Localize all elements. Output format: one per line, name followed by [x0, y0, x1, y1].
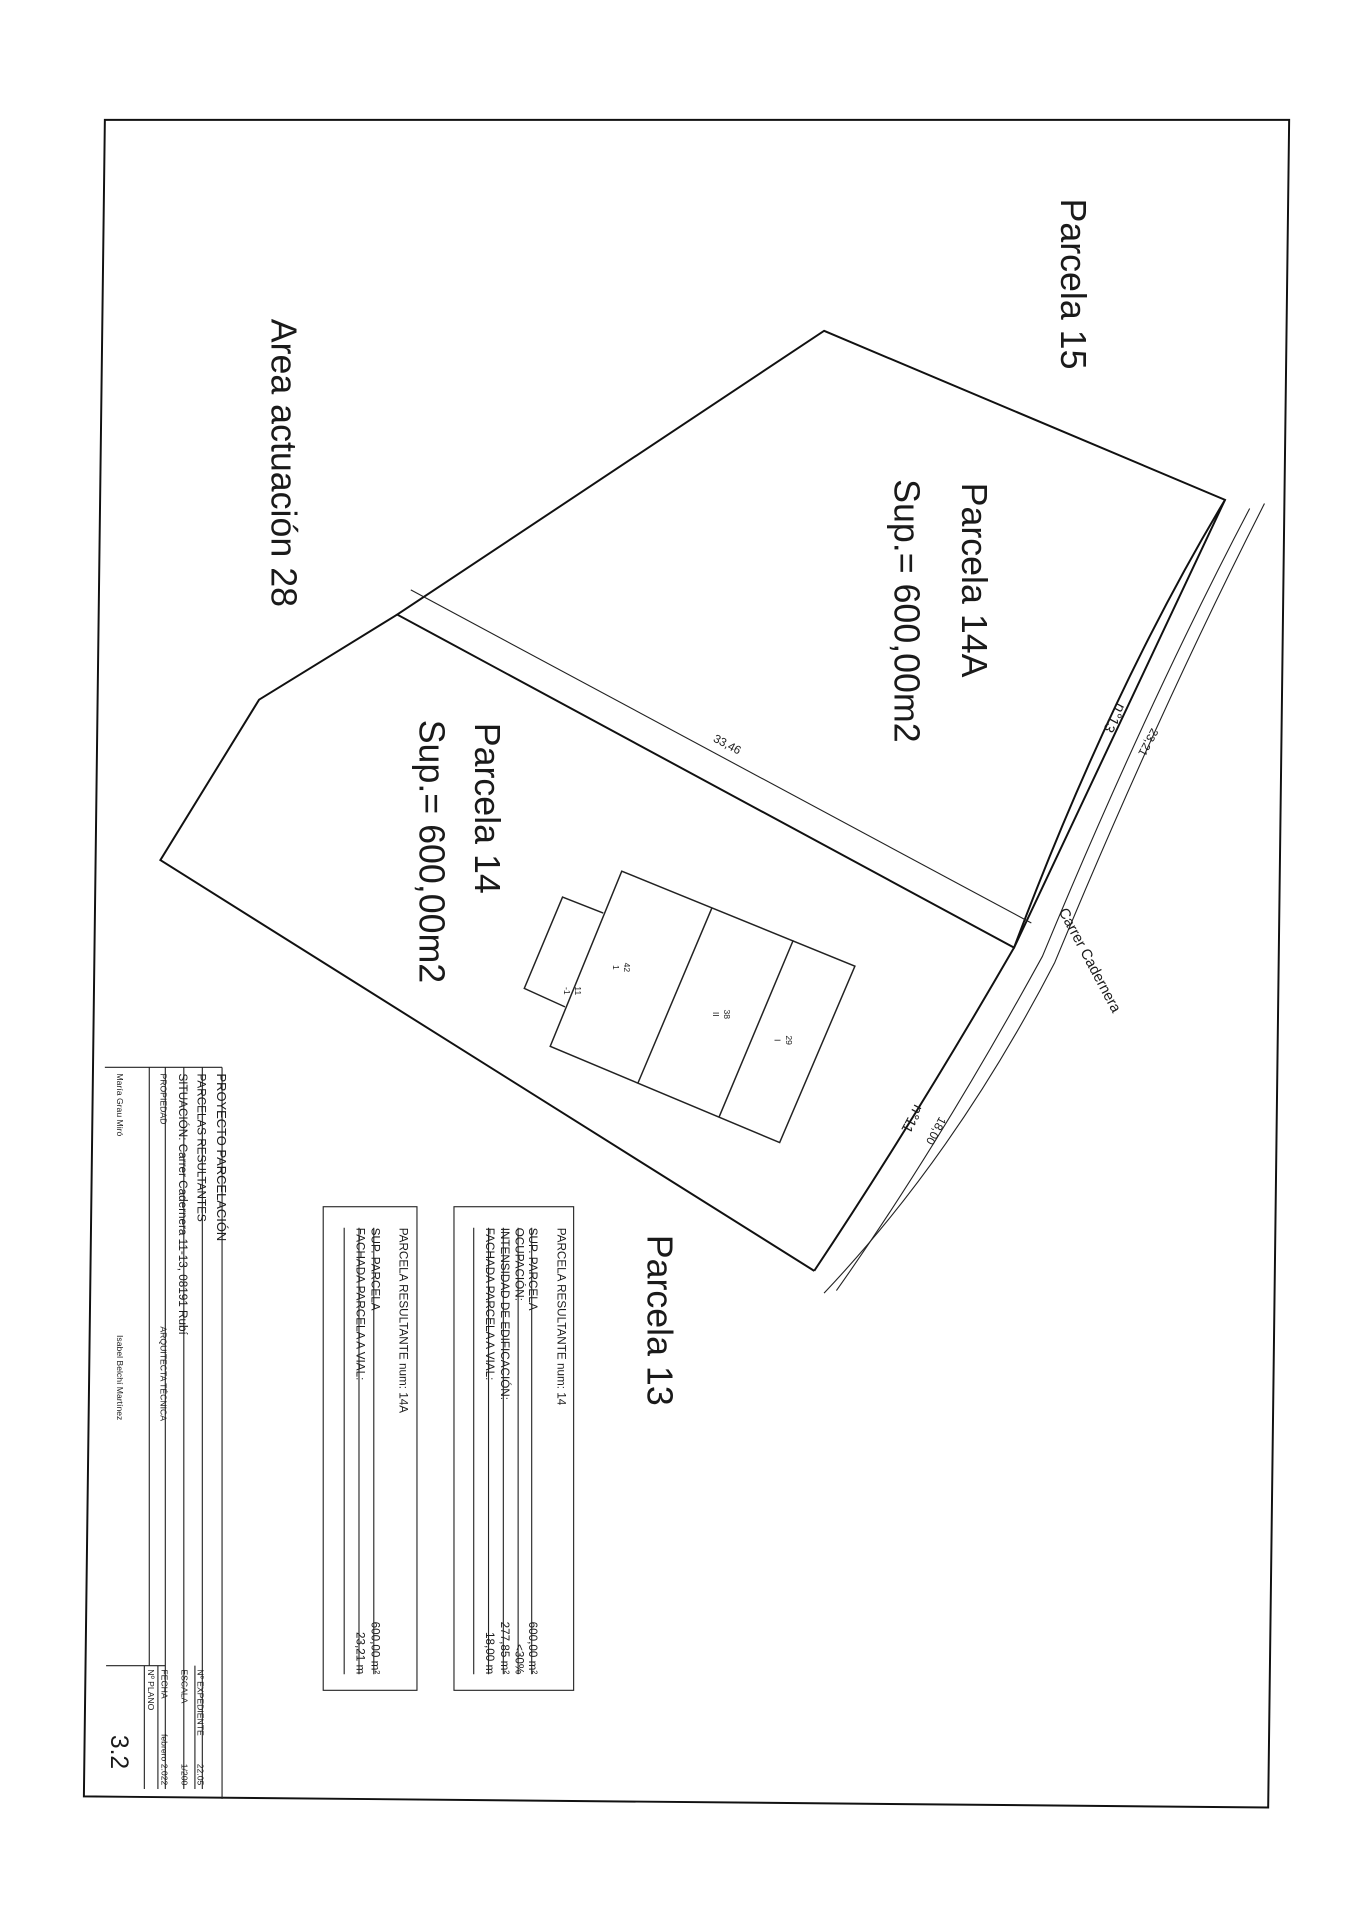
road-edge [813, 499, 1226, 1272]
building-b1-floors: 1 [611, 965, 621, 970]
table-14-value: 600,00 m² [526, 1622, 539, 1675]
escala-value: 1/200 [179, 1764, 189, 1786]
dimension-line-33-46 [410, 589, 1032, 924]
title-architect: Isabel Belchí Martínez [115, 1335, 125, 1420]
building-b2-height: 38 [722, 1009, 732, 1019]
table-14a-label: FACHADA PARCELA A VIAL: [354, 1228, 367, 1381]
building-b2-floors: II [711, 1012, 721, 1017]
table-14-value: <30% [513, 1644, 526, 1674]
label-area-actuacion-28: Area actuación 28 [263, 319, 303, 607]
table-parcela-14a: PARCELA RESULTANTE num: 14A SUP. PARCELA… [322, 1206, 418, 1691]
sheet-border [82, 118, 1291, 1809]
table-14-value: 277,85 m² [498, 1622, 511, 1675]
expediente-label: Nº EXPEDIENTE [195, 1669, 205, 1736]
title-block: PROYECTO PARCELACIÓN PARCELAS RESULTANTE… [104, 1066, 229, 1799]
fecha-label: FECHA [160, 1669, 170, 1698]
table-14-label: SUP. PARCELA [526, 1228, 539, 1311]
dimension-23-21: 23,21 [1135, 726, 1160, 758]
table-14a-title: PARCELA RESULTANTE num: 14A [397, 1228, 410, 1414]
title-owner: María Grau Miró [115, 1073, 125, 1136]
table-14a-value: 600,00 m² [368, 1622, 381, 1675]
plano-number: 3.2 [105, 1735, 132, 1769]
building-b3-height: 29 [784, 1035, 794, 1045]
table-14-label: FACHADA PARCELA A VIAL: [483, 1228, 496, 1381]
building [523, 870, 856, 1144]
road-dimension-line [835, 508, 1251, 1291]
table-14-title: PARCELA RESULTANTE num: 14 [555, 1228, 568, 1406]
label-parcela-15: Parcela 15 [1053, 198, 1093, 369]
label-parcela-14a-area: Sup.= 600,00m2 [886, 479, 926, 742]
title-project: PROYECTO PARCELACIÓN [214, 1073, 229, 1241]
table-parcela-14: PARCELA RESULTANTE num: 14 SUP. PARCELA … [453, 1206, 575, 1691]
expediente-value: 22.05 [195, 1764, 205, 1786]
fecha-value: febrero 2.022 [160, 1734, 170, 1786]
label-parcela-13: Parcela 13 [640, 1235, 680, 1406]
building-b3-floors: I [773, 1039, 783, 1041]
label-parcela-14a: Parcela 14A [954, 483, 994, 678]
parcel-14a-outline [395, 329, 1227, 950]
street-name: Carrer Cadernera [1055, 906, 1124, 1017]
dimension-18-00: 18,00 [923, 1115, 948, 1147]
escala-label: ESCALA [179, 1669, 189, 1703]
table-14-label: INTENSIDAD DE EDIFICACIÓN: [498, 1228, 511, 1400]
title-situacion: SITUACIÓN: Carrer Cadernera 11-13, 08191… [176, 1073, 189, 1335]
annex-floors: -1 [562, 987, 572, 995]
title-subject: PARCELAS RESULTANTES [194, 1073, 207, 1221]
table-14-label: OCUPACIÓN: [513, 1228, 526, 1301]
label-parcela-14-area: Sup.= 600,00m2 [411, 720, 451, 983]
title-arquitecta-label: ARQUITECTA TÉCNICA [158, 1326, 168, 1421]
parcel-14-outline [159, 613, 815, 1272]
table-14a-value: 23,21 m [354, 1632, 367, 1674]
annex-height: 11 [573, 986, 583, 995]
table-14-value: 18,00 m [483, 1632, 496, 1674]
building-b1-height: 42 [622, 963, 632, 973]
table-14a-label: SUP. PARCELA [368, 1228, 381, 1311]
road-outer-line [823, 503, 1265, 1294]
label-n11: n°11 [897, 1102, 925, 1136]
label-parcela-14: Parcela 14 [467, 723, 507, 894]
title-propiedad-label: PROPIEDAD [158, 1073, 168, 1124]
plano-label: Nº PLANO [146, 1669, 156, 1710]
